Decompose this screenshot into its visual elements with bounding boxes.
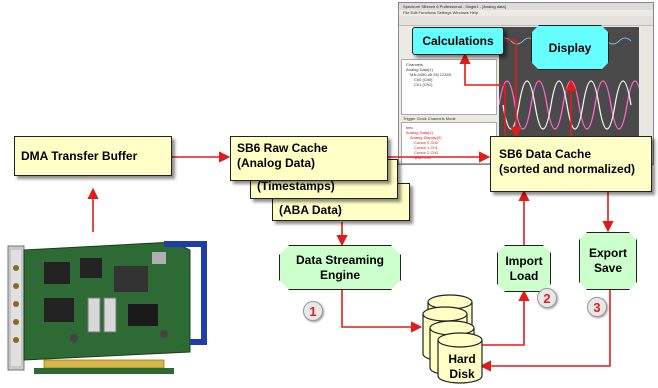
display-label: Display (548, 40, 592, 55)
tree-item: Analog Display(2) (410, 135, 442, 140)
tree-header: Info (406, 125, 413, 130)
load-label: Load (509, 268, 539, 283)
export-save-box: Export Save (579, 232, 637, 290)
sb6-data-cache: SB6 Data Cache (sorted and normalized) (490, 136, 652, 192)
screenshot-right-toolbar (641, 27, 653, 164)
daq-card-image (7, 241, 207, 374)
calculations-box: Calculations (412, 27, 504, 55)
data-cache-title: SB6 Data Cache (499, 147, 592, 161)
dma-transfer-buffer: DMA Transfer Buffer (14, 136, 172, 176)
aba-data-label: (ABA Data) (279, 203, 342, 217)
display-box: Display (531, 25, 609, 70)
screenshot-channel-tree: Channels Analog Data(1) M4i.4450-x8 SN 1… (402, 60, 496, 89)
screenshot-toolbar (399, 16, 653, 26)
hard-disk-label-line1: Hard (448, 352, 476, 366)
step-1-badge: 1 (303, 301, 323, 321)
save-label: Save (593, 261, 623, 275)
data-streaming-engine: Data Streaming Engine (279, 245, 401, 290)
hard-disk-label: Hard Disk (444, 352, 480, 382)
hard-disk-icon (422, 294, 483, 384)
tree-item: Cursor 1 Ch1 (414, 145, 438, 150)
timestamps-label: (Timestamps) (257, 179, 335, 193)
sb6-raw-cache: SB6 Raw Cache (Analog Data) (230, 136, 388, 181)
import-load-box: Import Load (497, 245, 551, 292)
export-label: Export (588, 246, 627, 260)
streaming-label-line2: Engine (319, 267, 360, 282)
raw-cache-title: SB6 Raw Cache (237, 141, 328, 155)
screenshot-menubar: File Edit Functions Settings Windows Hel… (403, 10, 479, 15)
arrow-export-to-disk (479, 290, 611, 372)
calculations-label: Calculations (422, 34, 494, 48)
arrow-streaming-to-disk (341, 290, 423, 333)
tree-item: M4i.4450-x8 SN 12345 (410, 72, 451, 77)
white-waveform (502, 80, 632, 130)
tree-item: Cursor 0 Ch0 (414, 140, 438, 145)
tree-item: Analog Data(1) (406, 130, 433, 135)
hard-disk-label-line2: Disk (449, 367, 475, 381)
screenshot-tabs: Trigger Clock Channels Mode (403, 116, 456, 121)
tree-header: Channels (406, 62, 423, 67)
tree-root: Analog Data(1) (406, 67, 433, 72)
raw-cache-subtitle: (Analog Data) (237, 156, 315, 170)
arrow-disk-to-import (480, 289, 530, 346)
screenshot-channel-panel: Channels Analog Data(1) M4i.4450-x8 SN 1… (401, 59, 497, 115)
tree-item: Ch1 (Ch1) (414, 82, 433, 87)
step-2-badge: 2 (537, 288, 557, 308)
tree-item: Cursor 2 Ch0 (414, 150, 438, 155)
streaming-label-line1: Data Streaming (295, 252, 385, 267)
dma-transfer-buffer-label: DMA Transfer Buffer (21, 148, 138, 163)
import-label: Import (505, 253, 543, 268)
tree-item: Ch0 (Ch0) (414, 77, 433, 82)
screenshot-titlebar: Spectrum SBench 6 Professional - Single1… (399, 3, 653, 10)
data-cache-subtitle: (sorted and normalized) (499, 162, 636, 176)
arrow-calculations-to-datacache (500, 39, 522, 139)
step-3-badge: 3 (587, 297, 607, 317)
arrow-datacache-to-calculations (459, 52, 506, 136)
